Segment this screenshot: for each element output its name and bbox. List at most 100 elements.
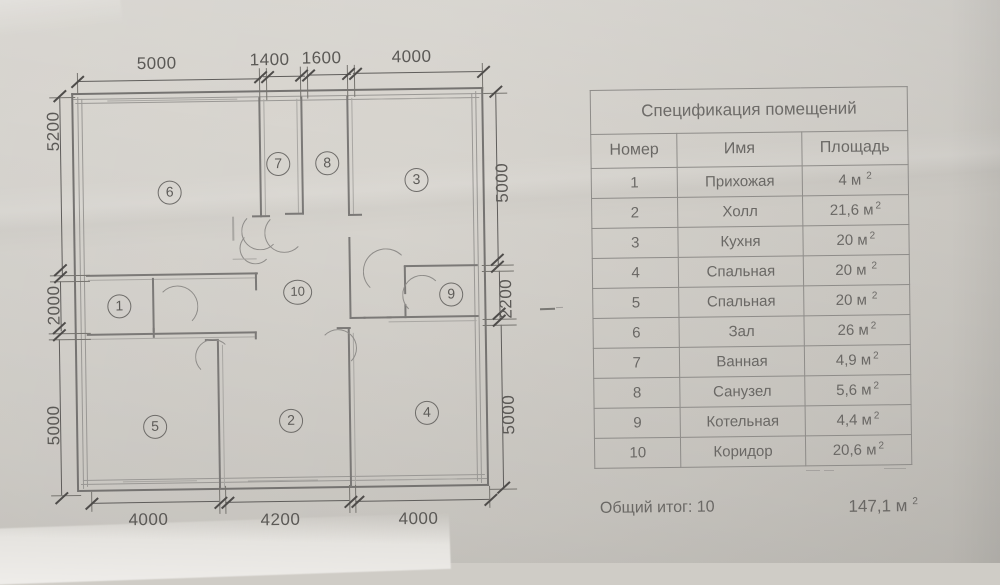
paper-shadow-right [950,0,1000,563]
interior-wall-room6-bottom-left [85,272,258,277]
interior-wall-kitchen-bottom [363,316,392,319]
total-unit-exponent: 2 [912,496,919,508]
cell-name: Зал [679,315,804,348]
table-header-row: Номер Имя Площадь [590,130,909,169]
dim-bottom-label-2: 4200 [260,509,301,530]
interior-wall-entry-right-upper [151,277,155,332]
room-number-7: 7 [266,151,291,177]
scan-artifact-dash-2 [824,470,834,471]
cell-name: Спальная [678,285,804,318]
room-number-6: 6 [157,180,182,205]
interior-wall-wc-kitchen-face [351,97,355,214]
total-value-wrap: 147,1 м 2 [848,496,922,517]
interior-wall-corridor-top-stub [254,331,257,340]
room-specification-table: Спецификация помещений Номер Имя Площадь… [590,86,913,469]
exterior-wall-right [481,86,490,486]
room-number-1: 1 [107,294,132,319]
niche-wall-left [232,216,235,241]
cell-name: Прихожая [677,165,803,198]
spec-table: Спецификация помещений Номер Имя Площадь… [590,86,913,469]
interior-wall-boiler-bottom [386,315,479,319]
header-name: Имя [677,131,802,168]
drawing-sheet-content: 5000 1400 1600 4000 4000 4200 4000 [43,47,922,530]
dim-top-ext-5 [481,62,484,91]
dim-top-ext-3 [299,66,302,99]
dim-top-ext-4 [346,64,349,97]
cell-number: 1 [591,167,678,199]
area-value: 4,9 м [835,351,872,369]
cell-name: Кухня [678,225,803,258]
room-number-4: 4 [414,400,440,426]
area-unit-exponent: 2 [870,320,877,332]
scan-artifact-dash-1 [806,470,820,471]
table-title-row: Спецификация помещений [590,86,908,135]
cell-number: 10 [594,437,682,469]
door-arc-corridor-niche [239,232,272,265]
area-unit-exponent: 2 [873,380,880,392]
scan-artifact-dash-3 [884,468,906,469]
interior-wall-bath-wc-divider [300,96,305,215]
area-unit-exponent: 2 [873,410,880,422]
dim-top-label-2: 1400 [249,49,290,70]
room-number-5: 5 [142,414,168,440]
window-top-2 [369,97,462,100]
dim-bottom-line-3 [355,498,490,502]
area-value: 20,6 м [832,441,877,460]
cell-name: Спальная [678,255,804,288]
dim-bottom-ext-3 [349,484,351,513]
cell-name: Ванная [679,345,805,378]
area-value: 21,6 м [829,201,874,220]
dim-right-label-1: 5000 [492,162,512,203]
cell-name: Коридор [680,435,806,468]
area-unit-exponent: 2 [878,440,885,452]
room-number-2: 2 [278,408,304,434]
area-unit-exponent: 2 [873,350,879,362]
dim-top-ext-1 [76,72,79,95]
room-number-3: 3 [404,167,429,193]
dim-bottom-ext-3b [355,484,357,513]
area-value: 20 м [836,231,868,249]
dim-bottom-ext-2b [225,485,227,514]
interior-wall-entry-bottom-face [88,336,255,340]
door-arc-bed5 [194,338,232,376]
area-unit-exponent: 2 [866,170,872,182]
window-bottom-3 [384,478,457,481]
dim-right-label-2: 2200 [495,278,516,319]
dim-left-ext-4 [51,494,82,497]
door-arc-entry [156,285,199,328]
interior-wall-bath-wc-face [296,98,299,213]
interior-wall-wc-kitchen-divider [346,95,351,214]
interior-wall-room6-right-face [263,99,267,216]
cell-area: 20 м 2 [802,254,910,286]
cell-name: Санузел [680,375,805,408]
cell-number: 2 [591,197,679,229]
dim-top-label-3: 1600 [301,48,342,68]
total-value: 147,1 м [848,496,908,516]
cell-number: 6 [592,317,680,349]
dim-bottom-label-1: 4000 [128,509,169,530]
cell-name: Холл [677,195,803,228]
area-unit-exponent: 2 [875,200,882,212]
area-unit-exponent: 2 [871,260,878,272]
cell-number: 3 [591,227,679,259]
cell-number: 9 [594,407,681,439]
interior-wall-room6-bottom-face [87,277,256,281]
dim-top-line-1 [77,78,261,82]
area-value: 26 м [837,321,869,339]
area-value: 20 м [835,261,867,279]
dim-top-label-1: 5000 [136,53,177,74]
interior-wall-boiler-bottom-face [388,320,477,323]
